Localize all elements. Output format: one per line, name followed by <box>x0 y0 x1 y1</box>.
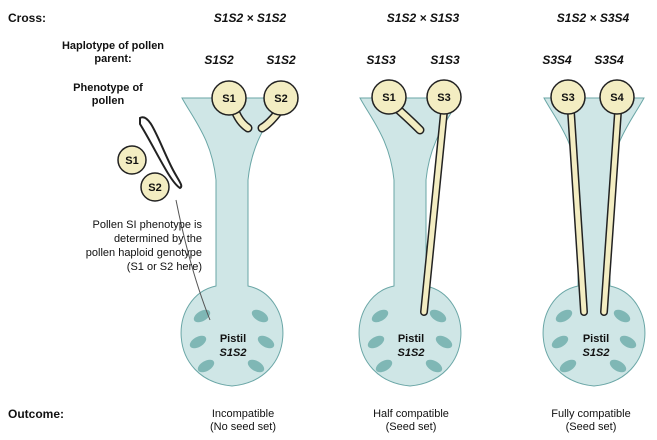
cross-1-pistil-word: Pistil <box>203 332 263 346</box>
cross-2-pollen-grain-right-label: S3 <box>437 92 450 104</box>
cross-2-pistil-label: Pistil S1S2 <box>381 332 441 360</box>
cross-1-pollen-grain-right-label: S2 <box>274 93 287 105</box>
cross-1-pistil-label: Pistil S1S2 <box>203 332 263 360</box>
phenotype-row-label: Phenotype of pollen <box>68 82 148 108</box>
cross-row-label: Cross: <box>8 12 46 25</box>
note-line-4: (S1 or S2 here) <box>2 260 202 274</box>
haplotype-row-label: Haplotype of pollen parent: <box>58 40 168 66</box>
cross-2-outcome: Half compatible (Seed set) <box>346 408 476 434</box>
cross-2-haplotype-right: S1S3 <box>425 54 465 67</box>
note-line-1: Pollen SI phenotype is <box>2 218 202 232</box>
cross-3-pollen-grain-left-label: S3 <box>561 92 574 104</box>
side-pollen-grain-2-label: S2 <box>148 182 161 194</box>
cross-3-pollen-grain-right-label: S4 <box>610 92 624 104</box>
cross-1-outcome: Incompatible (No seed set) <box>178 408 308 434</box>
cross-2-pistil-genotype: S1S2 <box>381 346 441 360</box>
cross-2-outcome-line-1: Half compatible <box>346 408 476 421</box>
cross-1-outcome-line-2: (No seed set) <box>178 421 308 434</box>
pollen-note: Pollen SI phenotype is determined by the… <box>2 218 202 274</box>
cross-3-pistil-word: Pistil <box>566 332 626 346</box>
cross-2-haplotype-left: S1S3 <box>361 54 401 67</box>
cross-3-haplotype-right: S3S4 <box>589 54 629 67</box>
note-line-3: pollen haploid genotype <box>2 246 202 260</box>
cross-2-outcome-line-2: (Seed set) <box>346 421 476 434</box>
cross-1-pistil-genotype: S1S2 <box>203 346 263 360</box>
cross-3-pistil-label: Pistil S1S2 <box>566 332 626 360</box>
cross-3-outcome-line-2: (Seed set) <box>526 421 656 434</box>
side-pollen-grain-1-label: S1 <box>125 155 138 167</box>
cross-3-outcome: Fully compatible (Seed set) <box>526 408 656 434</box>
cross-3-label: S1S2 × S3S4 <box>538 12 648 25</box>
cross-1-pollen-grain-left-label: S1 <box>222 93 235 105</box>
note-line-2: determined by the <box>2 232 202 246</box>
cross-3-pistil-genotype: S1S2 <box>566 346 626 360</box>
cross-2-pollen-grain-left-label: S1 <box>382 92 395 104</box>
cross-1-label: S1S2 × S1S2 <box>195 12 305 25</box>
cross-3-haplotype-left: S3S4 <box>537 54 577 67</box>
cross-3-outcome-line-1: Fully compatible <box>526 408 656 421</box>
cross-2-label: S1S2 × S1S3 <box>368 12 478 25</box>
cross-1-haplotype-left: S1S2 <box>199 54 239 67</box>
cross-2-pistil-word: Pistil <box>381 332 441 346</box>
cross-1-haplotype-right: S1S2 <box>261 54 301 67</box>
cross-1-outcome-line-1: Incompatible <box>178 408 308 421</box>
outcome-row-label: Outcome: <box>8 408 64 421</box>
